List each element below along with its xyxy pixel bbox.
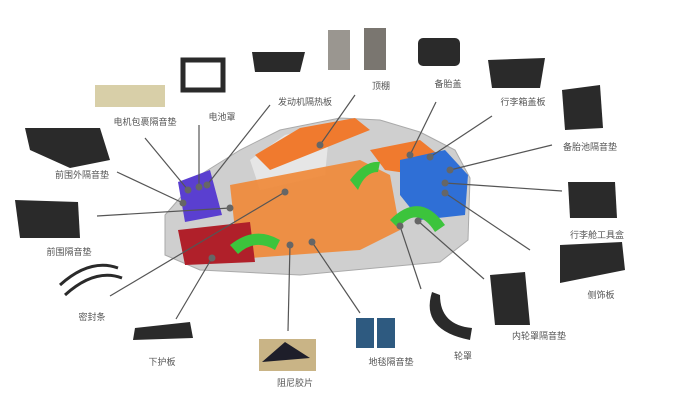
spare-well-thumb — [562, 85, 603, 130]
battery-cover-thumb — [180, 57, 226, 93]
mid-arch-part — [350, 161, 380, 190]
callout-dots — [179, 141, 454, 262]
carpet-thumb-2 — [377, 318, 395, 348]
label-motor-wrap-insulator: 电机包裹隔音垫 — [113, 118, 177, 128]
headliner-thumb — [328, 30, 350, 70]
label-seal-strip: 密封条 — [78, 313, 106, 323]
carpet-thumb — [356, 318, 374, 348]
label-dash-outer-insulator: 前围外隔音垫 — [54, 171, 110, 181]
wheel-arch-thumb — [429, 292, 472, 340]
dash-outer-thumb — [25, 128, 110, 168]
seal-strip-thumb-2 — [63, 273, 123, 297]
label-underbody-shield: 下护板 — [148, 358, 176, 368]
label-trunk-lid-panel: 行李箱盖板 — [500, 98, 546, 108]
label-side-trim: 侧饰板 — [587, 291, 615, 301]
label-spare-well-insulator: 备胎池隔音垫 — [562, 143, 618, 153]
side-trim-thumb — [560, 242, 625, 283]
engine-heat-shield-thumb — [252, 52, 305, 72]
underbody-shield-thumb — [133, 322, 193, 340]
label-trunk-tool-box: 行李舱工具盒 — [569, 231, 625, 241]
leader-lines — [96, 94, 563, 332]
label-inner-wheel-arch-insulator: 内轮罩隔音垫 — [511, 332, 567, 342]
part-thumbnails — [15, 28, 625, 371]
inner-arch-thumb — [490, 272, 530, 325]
motor-wrap-thumb — [95, 85, 165, 107]
label-dash-insulator: 前围隔音垫 — [46, 248, 92, 258]
roof-headliner-part — [255, 118, 370, 170]
label-engine-heat-shield: 发动机隔热板 — [277, 98, 333, 108]
tool-box-thumb — [568, 182, 617, 218]
label-damping-sheet: 阻尼胶片 — [276, 379, 314, 389]
headliner-thumb-2 — [364, 28, 386, 70]
damping-sheet-thumb-dark — [262, 342, 310, 362]
label-headliner: 顶棚 — [371, 82, 391, 92]
rear-wheel-arch-part — [390, 206, 445, 232]
label-spare-tire-cover: 备胎盖 — [434, 80, 462, 90]
label-battery-cover: 电池罩 — [208, 113, 236, 123]
seal-strip-thumb — [58, 263, 119, 287]
trunk-lid-panel-thumb — [488, 58, 545, 88]
label-carpet-insulator: 地毯隔音垫 — [368, 358, 414, 368]
front-wheel-arch-part — [230, 233, 280, 254]
front-rail-part — [178, 222, 255, 265]
spare-tire-cover-thumb — [418, 38, 460, 66]
label-wheel-arch: 轮罩 — [453, 352, 473, 362]
dash-inner-thumb — [15, 200, 80, 238]
